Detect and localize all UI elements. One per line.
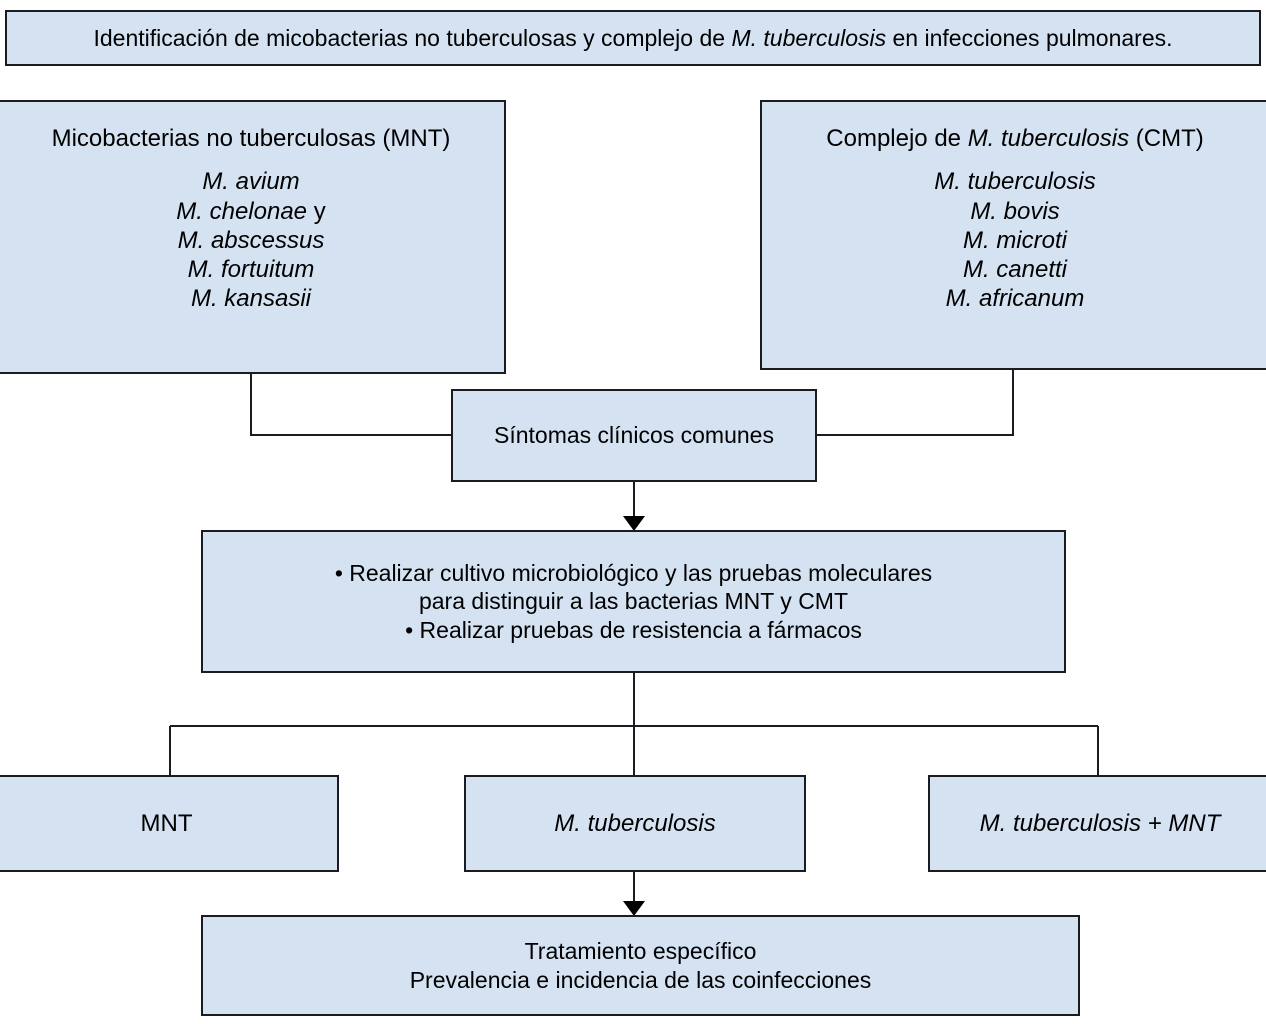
cmt-species-item: M. microti [962,226,1067,254]
title-text-before: Identificación de micobacterias no tuber… [93,24,732,51]
actions-bullet-list: • Realizar cultivo microbiológico y las … [335,559,932,643]
actions-bullet-1-line-2: para distinguir a las bacterias MNT y CM… [418,588,849,615]
symptoms-label: Síntomas clínicos comunes [494,422,774,449]
mnt-species-item-conjunction: y [307,197,326,225]
mnt-group-header: Micobacterias no tuberculosas (MNT) [51,125,451,152]
mnt-species-item: M. avium [202,168,300,196]
cmt-species-item: M. canetti [962,256,1068,284]
arrowhead-to-actions [623,516,645,531]
connector-mnt-to-symptoms [250,374,451,436]
branch-box-m-tuberculosis-label: M. tuberculosis [554,809,716,837]
title-text: Identificación de micobacterias no tuber… [93,24,1172,52]
title-box: Identificación de micobacterias no tuber… [5,10,1261,66]
cmt-group-header-before: Complejo de [826,125,968,152]
mnt-group-box: Micobacterias no tuberculosas (MNT) M. a… [0,100,506,374]
cmt-group-header-after: (CMT) [1129,125,1204,152]
cmt-group-header: Complejo de M. tuberculosis (CMT) [826,124,1203,153]
symptoms-box: Síntomas clínicos comunes [451,389,817,482]
treatment-line-2: Prevalencia e incidencia de las coinfecc… [409,966,872,993]
branch-box-mnt: MNT [0,775,339,872]
connector-cmt-to-symptoms [817,370,1014,436]
mnt-species-item: M. kansasii [190,285,312,313]
cmt-species-item: M. bovis [970,197,1060,225]
actions-bullet-1-line-1: • Realizar cultivo microbiológico y las … [334,560,933,587]
cmt-species-list: M. tuberculosis M. bovis M. microti M. c… [934,167,1095,313]
treatment-box: Tratamiento específico Prevalencia e inc… [201,915,1080,1016]
mnt-species-list: M. avium M. chelonae y M. abscessus M. f… [176,167,325,313]
treatment-line-1: Tratamiento específico [524,938,757,965]
actions-box: • Realizar cultivo microbiológico y las … [201,530,1066,673]
mnt-species-item: M. abscessus [177,226,325,254]
branch-box-mnt-label: MNT [140,809,193,837]
branch-box-m-tuberculosis-plus-mnt: M. tuberculosis + MNT [928,775,1266,872]
cmt-group-box: Complejo de M. tuberculosis (CMT) M. tub… [760,100,1266,370]
mnt-species-item: M. chelonae y [176,197,325,226]
arrowhead-to-treatment [623,901,645,916]
cmt-group-header-species: M. tuberculosis [967,125,1130,152]
actions-bullet-2: • Realizar pruebas de resistencia a fárm… [405,616,862,643]
cmt-species-item: M. africanum [945,285,1085,313]
branch-box-m-tuberculosis-plus-mnt-label: M. tuberculosis + MNT [979,809,1221,837]
title-text-after: en infecciones pulmonares. [886,24,1173,51]
mnt-species-item-name: M. chelonae [176,197,308,225]
mnt-species-item: M. fortuitum [187,256,315,284]
branch-box-m-tuberculosis: M. tuberculosis [464,775,806,872]
cmt-species-item: M. tuberculosis [934,168,1096,196]
title-text-species: M. tuberculosis [731,24,887,51]
